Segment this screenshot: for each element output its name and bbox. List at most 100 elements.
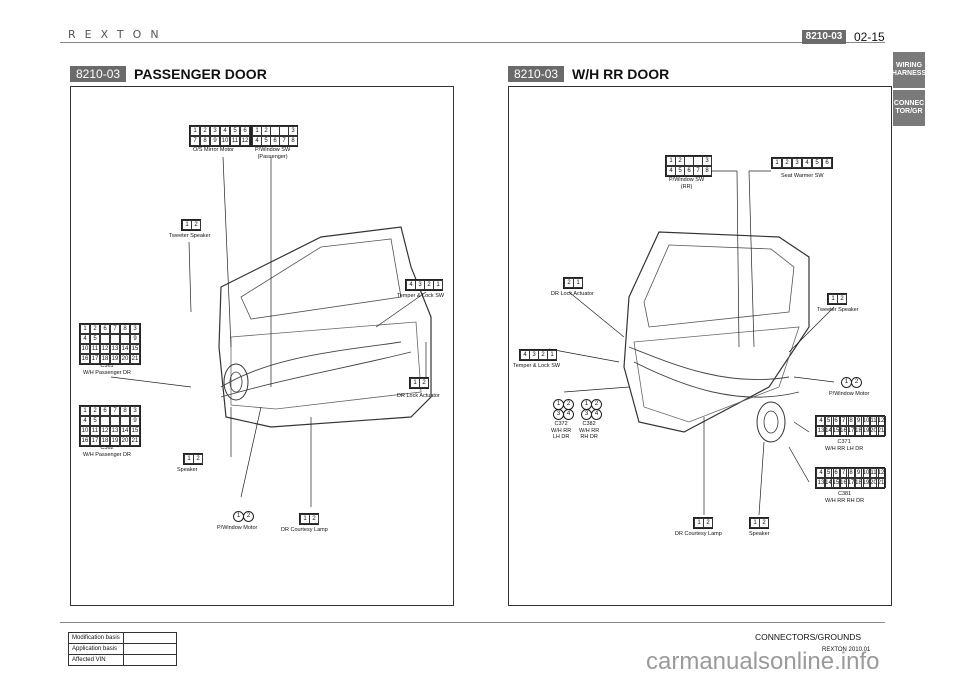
pin [120, 416, 130, 426]
side-tab-line: CONNEC [893, 100, 925, 107]
pin: 4 [220, 126, 230, 136]
pin: 11 [90, 344, 100, 354]
pin: 6 [240, 126, 250, 136]
label-line: C361 [100, 363, 114, 369]
brand-logo: REXTON [68, 28, 168, 41]
rr-pwindow-motor-pin-2: 2 [851, 377, 862, 388]
pin: 13 [110, 344, 120, 354]
left-section-name: PASSENGER DOOR [134, 66, 267, 82]
pin: 15 [130, 344, 140, 354]
label-line: W/H RR [551, 427, 572, 434]
pin: 11 [230, 136, 240, 146]
pin: 16 [838, 426, 849, 436]
pin: 5 [90, 416, 100, 426]
pin: 12 [240, 136, 250, 146]
pin: 7 [838, 468, 849, 478]
right-section-code: 8210-03 [508, 66, 565, 82]
pin: 12 [100, 344, 110, 354]
pin: 8 [702, 166, 712, 176]
table-label: Affected VIN [68, 654, 124, 666]
pin: 17 [90, 354, 100, 364]
pin: 18 [853, 426, 864, 436]
pin [100, 416, 110, 426]
rr-door-drawing [548, 170, 835, 516]
pin: 6 [100, 324, 110, 334]
pin: 21 [876, 478, 886, 488]
label-line: (Passenger) [257, 153, 288, 160]
pin: 8 [846, 416, 856, 426]
lock-actuator-label: DR Lock Actuator [397, 393, 440, 399]
pin: 14 [120, 344, 130, 354]
pin: 20 [868, 426, 879, 436]
rr-speaker-label: Speaker [749, 531, 770, 537]
footer-model-date: REXTON 2010.01 [822, 647, 871, 653]
table-label: Modification basis [68, 632, 124, 644]
label-line: RH DR [580, 434, 598, 440]
pin: 11 [868, 416, 879, 426]
pin: 2 [200, 126, 210, 136]
pin: 8 [200, 136, 210, 146]
pin: 1 [80, 324, 90, 334]
pin [120, 334, 130, 344]
tweeter-label: Tweeter Speaker [169, 233, 211, 239]
pin: 15 [831, 478, 841, 488]
speaker-label: Speaker [177, 467, 198, 473]
footer-divider [60, 622, 885, 623]
pin: 14 [120, 426, 130, 436]
mirror-motor-label: O/S Mirror Motor [193, 147, 234, 153]
header-code-badge: 8210-03 [802, 30, 846, 44]
table-row: Modification basis [68, 632, 177, 644]
footer-section-title: CONNECTORS/GROUNDS [755, 632, 862, 642]
pin: 12 [876, 416, 886, 426]
pin: 20 [120, 354, 130, 364]
pin: 17 [846, 426, 856, 436]
label-line: LH DR [552, 434, 570, 440]
pin: 21 [130, 354, 140, 364]
pin: 7 [110, 324, 120, 334]
pin: 3 [130, 406, 140, 416]
pin: 11 [90, 426, 100, 436]
pin: 10 [80, 426, 90, 436]
rr-lock-actuator-label: DR Lock Actuator [551, 291, 594, 297]
pin: 8 [120, 406, 130, 416]
temper-lock-label: Temper & Lock SW [397, 293, 445, 299]
label-line: (RR) [680, 183, 693, 190]
pin: 9 [210, 136, 220, 146]
label-line: P/Window SW [669, 177, 705, 183]
label-line: W/H Passenger DR [83, 451, 131, 458]
pin: 5 [823, 416, 834, 426]
pin: 3 [130, 324, 140, 334]
pin: 5 [90, 334, 100, 344]
seat-warmer-label: Seat Warmer SW [781, 173, 824, 179]
pin: 2 [759, 518, 769, 528]
pin: 9 [130, 334, 140, 344]
pin: 6 [822, 158, 832, 168]
pin: 2 [782, 158, 792, 168]
pin: 18 [853, 478, 864, 488]
table-value [122, 654, 177, 666]
pin: 19 [110, 436, 120, 446]
pin: 21 [876, 426, 886, 436]
pin: 17 [846, 478, 856, 488]
passenger-door-drawing [110, 156, 432, 507]
watermark: carmanualsonline.info [646, 648, 880, 675]
pin: 6 [831, 416, 841, 426]
pin: 4 [80, 334, 90, 344]
pin: 8 [120, 324, 130, 334]
label-line: C381 [837, 491, 852, 497]
pin: 3 [288, 126, 298, 136]
right-section-title: 8210-03 W/H RR DOOR [508, 66, 669, 82]
pin: 16 [80, 436, 90, 446]
